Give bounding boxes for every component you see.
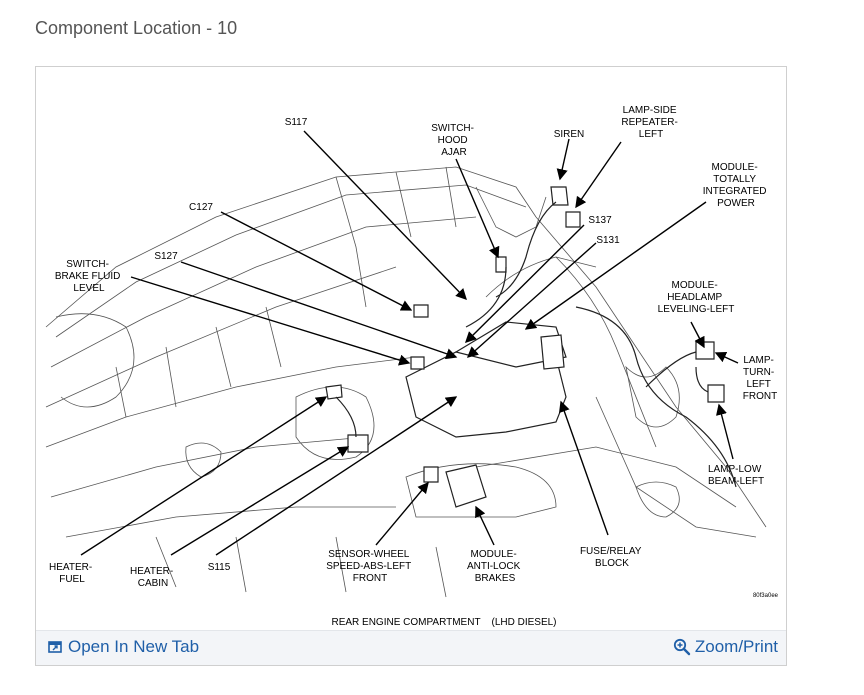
brake-fluid-switch-shape	[410, 356, 425, 370]
component-shapes	[325, 186, 725, 508]
label-siren: SIREN	[554, 129, 585, 140]
leader-siren	[556, 138, 570, 181]
c127-connector-shape	[413, 304, 429, 318]
diagram-frame: S117 SWITCH- HOOD AJAR SIREN LAMP-SIDE R…	[35, 66, 787, 666]
heater-cabin-shape	[347, 434, 369, 453]
engine-compartment-diagram: S117 SWITCH- HOOD AJAR SIREN LAMP-SIDE R…	[45, 105, 779, 628]
siren-shape	[550, 186, 569, 206]
leader-heater-cabin	[170, 446, 350, 556]
leader-module-headlamp-leveling	[690, 321, 705, 349]
page-title: Component Location - 10	[35, 18, 238, 38]
label-fuse-relay-block: FUSE/RELAY BLOCK	[580, 546, 644, 569]
label-switch-brake-fluid-level: SWITCH- BRAKE FLUID LEVEL	[55, 259, 123, 294]
component-labels: S117 SWITCH- HOOD AJAR SIREN LAMP-SIDE R…	[49, 105, 779, 628]
abs-module-shape	[445, 464, 487, 508]
label-lamp-low-beam-left: LAMP-LOW BEAM-LEFT	[708, 464, 764, 487]
leader-s131	[466, 242, 597, 358]
label-module-anti-lock-brakes: MODULE- ANTI-LOCK BRAKES	[467, 549, 523, 584]
label-module-headlamp-leveling-left: MODULE- HEADLAMP LEVELING-LEFT	[658, 280, 735, 315]
diagram-footer: Open In New Tab Zoom/Print	[36, 630, 786, 665]
leader-sensor-wheel	[375, 481, 429, 546]
leader-lamp-turn	[714, 351, 739, 364]
hood-switch-shape	[495, 256, 507, 273]
leader-heater-fuel	[80, 396, 328, 556]
open-in-new-tab-label: Open In New Tab	[68, 637, 200, 656]
label-module-totally-integrated-power: MODULE- TOTALLY INTEGRATED POWER	[703, 162, 770, 209]
label-s115: S115	[208, 562, 231, 573]
label-heater-fuel: HEATER- FUEL	[49, 562, 95, 585]
low-beam-shape	[707, 384, 725, 403]
repeater-shape	[565, 211, 581, 228]
leader-s117	[303, 130, 467, 301]
diagram-code: 80f3a0ee	[753, 593, 779, 599]
leader-switch-hood-ajar	[455, 158, 500, 259]
label-lamp-side-repeater-left: LAMP-SIDE REPEATER- LEFT	[621, 105, 680, 140]
magnifier-plus-icon	[673, 638, 691, 656]
leader-s137	[465, 224, 585, 343]
leader-switch-brake-fluid	[130, 276, 411, 366]
headlamp-module-shape	[540, 334, 565, 370]
zoom-print-label: Zoom/Print	[694, 637, 778, 656]
leader-s115	[215, 396, 458, 556]
leader-fuse-relay	[558, 400, 609, 536]
open-in-new-tab-link[interactable]: Open In New Tab	[48, 637, 199, 657]
open-in-new-tab-icon	[48, 640, 62, 654]
turn-lamp-shape	[695, 341, 715, 360]
label-lamp-turn-left-front: LAMP- TURN- LEFT FRONT	[743, 355, 777, 402]
leader-lamp-side-repeater	[575, 141, 622, 209]
leader-lamp-low-beam	[716, 403, 734, 460]
label-s137: S137	[588, 215, 612, 226]
leader-module-tipm	[524, 201, 707, 330]
leader-s127	[180, 261, 458, 360]
leader-c127	[220, 211, 413, 311]
label-c127: C127	[189, 202, 213, 213]
label-sensor-wheel-speed-abs-left-front: SENSOR-WHEEL SPEED-ABS-LEFT FRONT	[326, 549, 414, 584]
zoom-print-link[interactable]: Zoom/Print	[673, 637, 778, 657]
label-s117: S117	[285, 117, 308, 128]
heater-fuel-shape	[325, 384, 343, 400]
label-s131: S131	[596, 235, 620, 246]
diagram-caption: REAR ENGINE COMPARTMENT (LHD DIESEL)	[331, 617, 556, 628]
label-switch-hood-ajar: SWITCH- HOOD AJAR	[431, 123, 477, 158]
label-heater-cabin: HEATER- CABIN	[130, 566, 176, 589]
harness-wires	[335, 201, 737, 488]
wheel-sensor-shape	[423, 466, 439, 483]
leader-lines	[80, 130, 739, 556]
engine-bay-drawing	[45, 166, 767, 598]
leader-module-abs	[475, 505, 495, 546]
label-s127: S127	[154, 251, 178, 262]
